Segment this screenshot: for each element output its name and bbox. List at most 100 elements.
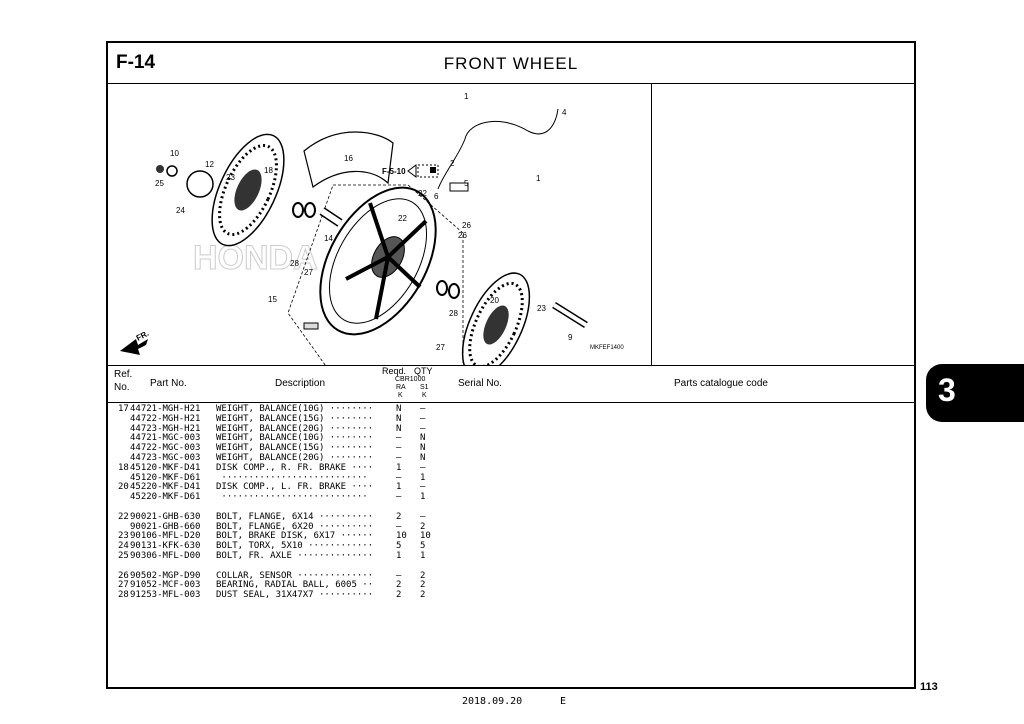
qty-ra: 2 — [396, 511, 402, 522]
exploded-diagram: HONDA — [108, 83, 652, 395]
ref-arrow — [407, 164, 417, 178]
section-code: F-14 — [116, 52, 156, 73]
callout: 24 — [176, 206, 185, 215]
description: BOLT, TORX, 5X10 ············ — [216, 541, 374, 552]
callout: 23 — [537, 304, 546, 313]
callout: 22 — [398, 214, 407, 223]
part-no: 90502-MGP-D90 — [130, 570, 201, 581]
balance-weight — [303, 322, 319, 330]
qty-ra: – — [396, 570, 402, 581]
callout: 28 — [449, 309, 458, 318]
callout: 2 — [450, 159, 455, 168]
part-no: 91052-MCF-003 — [130, 580, 201, 591]
callout: 26 — [462, 221, 471, 230]
col-k1: K — [398, 392, 403, 399]
col-part-no: Part No. — [150, 378, 187, 389]
section-tab-number: 3 — [938, 372, 956, 408]
callout: 25 — [155, 179, 164, 188]
ref-no: 26 — [118, 570, 129, 581]
right-brake-disk — [211, 133, 285, 247]
callout: 10 — [170, 149, 179, 158]
part-no: 44722-MGC-003 — [130, 443, 201, 454]
description: WEIGHT, BALANCE(15G) ········ — [216, 413, 374, 424]
footer-date: 2018.09.20 — [462, 696, 523, 707]
part-no: 44721-MGC-003 — [130, 433, 201, 444]
part-no: 90106-MFL-D20 — [130, 531, 201, 542]
callout: 9 — [568, 333, 573, 342]
qty-s1: 5 — [420, 541, 426, 552]
col-qty: QTY — [414, 366, 433, 376]
qty-s1: 1 — [420, 472, 426, 483]
description: BOLT, BRAKE DISK, 6X17 ······ — [216, 531, 374, 542]
callout: 20 — [490, 296, 499, 305]
callout: 26 — [458, 231, 467, 240]
col-serial: Serial No. — [458, 378, 502, 389]
ref-no: 24 — [118, 541, 129, 552]
qty-ra: N — [396, 413, 402, 424]
qty-s1: – — [420, 482, 426, 493]
description: COLLAR, SENSOR ·············· — [216, 570, 374, 581]
description: DUST SEAL, 31X47X7 ·········· — [216, 590, 374, 601]
qty-s1: 10 — [420, 531, 431, 542]
ref-no: 28 — [118, 590, 129, 601]
part-no: 44722-MGH-H21 — [130, 413, 201, 424]
bearing-left — [436, 280, 448, 296]
part-no: 45120-MKF-D61 — [130, 472, 201, 483]
qty-s1: – — [420, 462, 426, 473]
qty-s1: – — [420, 423, 426, 434]
qty-ra: 1 — [396, 482, 402, 493]
description: BOLT, FLANGE, 6X14 ·········· — [216, 511, 374, 522]
col-s1: S1 — [420, 384, 429, 391]
callout: 12 — [205, 160, 214, 169]
callout: 1 — [536, 174, 541, 183]
description: BOLT, FLANGE, 6X20 ·········· — [216, 521, 374, 532]
description: BEARING, RADIAL BALL, 6005 ·· — [216, 580, 374, 591]
qty-s1: N — [420, 452, 426, 463]
description: BOLT, FR. AXLE ·············· — [216, 550, 374, 561]
callout: 16 — [344, 154, 353, 163]
description: ··························· — [216, 472, 368, 483]
direction-arrow — [120, 339, 148, 355]
qty-ra: N — [396, 423, 402, 434]
qty-ra: – — [396, 433, 402, 444]
part-no: 45220-MKF-D41 — [130, 482, 201, 493]
footer-edition: E — [560, 696, 567, 707]
qty-s1: – — [420, 511, 426, 522]
callout: 22 — [418, 189, 427, 198]
callout: 27 — [304, 268, 313, 277]
tire-shape — [303, 131, 394, 189]
col-ref: Ref. — [114, 369, 133, 380]
description: WEIGHT, BALANCE(20G) ········ — [216, 423, 374, 434]
section-header: F-14 FRONT WHEEL — [108, 43, 914, 84]
callout: 28 — [290, 259, 299, 268]
qty-ra: 2 — [396, 590, 402, 601]
ref-no: 25 — [118, 550, 129, 561]
qty-s1: N — [420, 433, 426, 444]
part-no: 45220-MKF-D61 — [130, 492, 201, 503]
qty-s1: 1 — [420, 550, 426, 561]
description: DISK COMP., R. FR. BRAKE ···· — [216, 462, 374, 473]
page-frame: F-14 FRONT WHEEL HONDA — [106, 41, 916, 689]
ref-no: 17 — [118, 404, 129, 414]
qty-ra: 5 — [396, 541, 402, 552]
callout: 23 — [226, 173, 235, 182]
col-k2: K — [422, 392, 427, 399]
col-model: CBR1000 — [395, 376, 426, 383]
callout: 1 — [464, 92, 469, 101]
description: WEIGHT, BALANCE(10G) ········ — [216, 404, 374, 414]
qty-s1: 2 — [420, 580, 426, 591]
qty-s1: 2 — [420, 590, 426, 601]
description: ··························· — [216, 492, 368, 503]
sensor-bracket — [449, 182, 469, 192]
speed-sensor-wire — [464, 108, 559, 140]
qty-s1: 1 — [420, 492, 426, 503]
ref-no: 23 — [118, 531, 129, 542]
part-no: 90021-GHB-660 — [130, 521, 201, 532]
collar-ring — [186, 170, 214, 198]
honda-watermark: HONDA — [193, 239, 318, 277]
section-tab: 3 — [926, 364, 1024, 422]
qty-ra: 1 — [396, 462, 402, 473]
col-ra: RA — [396, 384, 406, 391]
ref-no: 20 — [118, 482, 129, 493]
qty-s1: 2 — [420, 521, 426, 532]
